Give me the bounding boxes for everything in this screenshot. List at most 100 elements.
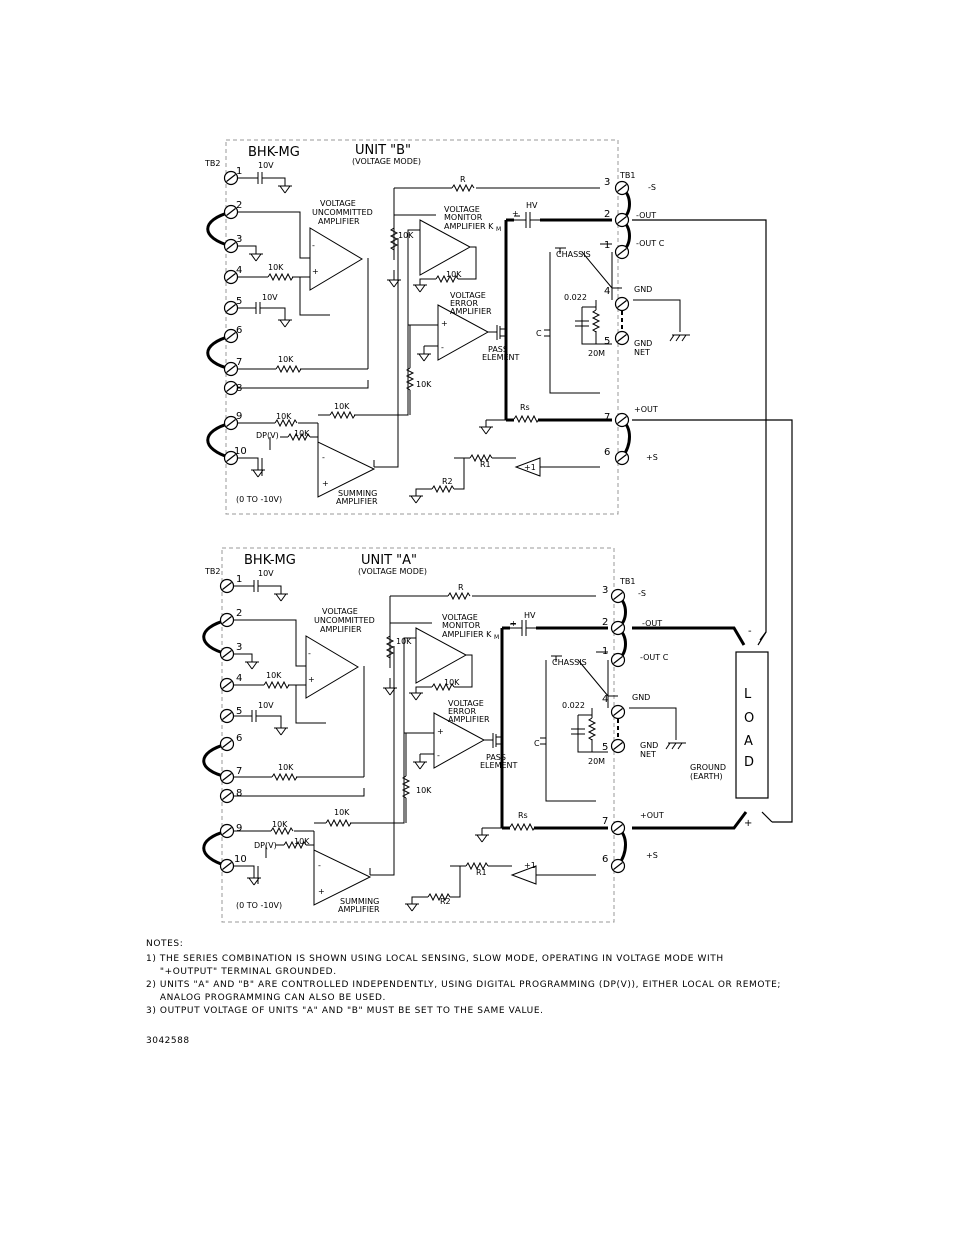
unit-a-tb1-7: 7: [602, 816, 608, 827]
unit-b-uncommitted-label-2: UNCOMMITTED: [312, 208, 373, 217]
unit-a-ground-earth-1: GROUND: [690, 763, 726, 772]
unit-b-10k-4: 10K: [294, 429, 310, 438]
unit-b-model: BHK-MG: [248, 145, 300, 160]
unit-a-uncommitted-label-3: AMPLIFIER: [320, 625, 362, 634]
unit-b-10k-3: 10K: [276, 412, 292, 421]
unit-a-minus-out-c: -OUT C: [640, 653, 669, 662]
unit-b-cap-label: 0.022: [564, 293, 587, 302]
unit-b-rs-label: Rs: [520, 403, 530, 412]
notes-block: NOTES: 1) THE SERIES COMBINATION IS SHOW…: [146, 938, 826, 1018]
unit-a-10k-2: 10K: [266, 671, 282, 680]
unit-a-tb1-3: 3: [602, 585, 608, 596]
unit-b-10k-7: 10K: [446, 270, 462, 279]
load: L O A D - +: [735, 626, 769, 829]
unit-a-cap-label: 0.022: [562, 701, 585, 710]
load-letter-o: O: [744, 711, 755, 726]
unit-b-range-label: (0 TO -10V): [236, 495, 282, 504]
unit-b-error-label-3: AMPLIFIER: [450, 307, 492, 316]
unit-b-gnd-net-1: GND: [634, 339, 652, 348]
unit-b-pass-label-2: ELEMENT: [482, 353, 520, 362]
unit-b-monitor-label-3: AMPLIFIER K: [444, 222, 494, 231]
unit-b-tb2-8: 8: [236, 383, 242, 394]
unit-a-10v-label-2: 10V: [258, 701, 274, 710]
note-line-3: 2) UNITS "A" AND "B" ARE CONTROLLED INDE…: [146, 980, 782, 990]
unit-a-rs-label: Rs: [518, 811, 528, 820]
unit-b-tb2-7: 7: [236, 357, 242, 368]
unit-b-tb1-5: 5: [604, 336, 610, 347]
unit-a-r1-label: R1: [476, 868, 487, 877]
unit-a-pass-label-2: ELEMENT: [480, 761, 518, 770]
note-line-1: 1) THE SERIES COMBINATION IS SHOWN USING…: [146, 954, 724, 964]
unit-b-summing-label-2: AMPLIFIER: [336, 497, 378, 506]
unit-a-tb2-2: 2: [236, 608, 242, 619]
unit-b-tb2-1: 1: [236, 166, 242, 177]
unit-a-r-label: R: [458, 583, 464, 592]
unit-a-tb2-9: 9: [236, 823, 242, 834]
unit-b-10k-1: 10K: [278, 355, 294, 364]
unit-a-10k-1: 10K: [278, 763, 294, 772]
unit-a-title: UNIT "A": [361, 553, 417, 568]
unit-a-gnd: GND: [632, 693, 650, 702]
notes-heading: NOTES:: [146, 939, 184, 949]
unit-a-gnd-net-2: NET: [640, 750, 656, 759]
unit-a-r2-label: R2: [440, 897, 451, 906]
load-minus-sign: -: [748, 626, 752, 637]
unit-b-10k-6: 10K: [398, 231, 414, 240]
unit-b-minus-out: -OUT: [636, 211, 656, 220]
unit-b-tb2-3: 3: [236, 234, 242, 245]
unit-a-hv-label: HV: [524, 611, 536, 620]
unit-a-error-label-3: AMPLIFIER: [448, 715, 490, 724]
unit-b-tb1-3: 3: [604, 177, 610, 188]
unit-a-tb2-5: 5: [236, 706, 242, 717]
unit-b-tb1-7: 7: [604, 412, 610, 423]
unit-b-tb2-6: 6: [236, 325, 242, 336]
unit-a-plus-s: +S: [646, 851, 658, 860]
unit-a-plus-out: +OUT: [640, 811, 664, 820]
unit-a-tb2-label: TB2: [204, 567, 220, 576]
unit-b-tb2-2: 2: [236, 200, 242, 211]
unit-a-km-sub: M: [494, 634, 499, 641]
load-letter-l: L: [744, 687, 752, 702]
unit-b-10v-label-2: 10V: [262, 293, 278, 302]
unit-b-minus-s: -S: [648, 183, 656, 192]
unit-b-error-label-2: ERROR: [450, 299, 478, 308]
unit-a-pass-label-1: PASS: [486, 753, 506, 762]
unit-a-error-label-1: VOLTAGE: [448, 699, 484, 708]
note-line-4: ANALOG PROGRAMMING CAN ALSO BE USED.: [146, 993, 386, 1003]
unit-b-dpv-label: DP(V): [256, 431, 279, 440]
unit-a-10k-5: 10K: [334, 808, 350, 817]
unit-b-tb2-5: 5: [236, 296, 242, 307]
unit-b-10k-8: 10K: [416, 380, 432, 389]
unit-b-tb1-2: 2: [604, 209, 610, 220]
unit-a-summing-label-1: SUMMING: [340, 897, 379, 906]
unit-a-error-label-2: ERROR: [448, 707, 476, 716]
unit-a-gnd-net-1: GND: [640, 741, 658, 750]
unit-b-uncommitted-label-1: VOLTAGE: [320, 199, 356, 208]
unit-b-r-label: R: [460, 175, 466, 184]
unit-a-ground-earth-2: (EARTH): [690, 772, 723, 781]
unit-a-tb1-1: 1: [602, 646, 608, 657]
unit-b-tb1-1: 1: [604, 240, 610, 251]
unit-b-error-label-1: VOLTAGE: [450, 291, 486, 300]
unit-a-tb2-8: 8: [236, 788, 242, 799]
unit-a-mode: (VOLTAGE MODE): [358, 567, 427, 576]
unit-b-tb2-label: TB2: [204, 159, 220, 168]
unit-b-title: UNIT "B": [355, 143, 411, 158]
unit-a-model: BHK-MG: [244, 553, 296, 568]
unit-b-20m-label: 20M: [588, 349, 605, 358]
unit-b-monitor-label-2: MONITOR: [444, 213, 483, 222]
unit-a-hv-plus: +: [510, 619, 517, 628]
unit-a-tb1-5: 5: [602, 742, 608, 753]
unit-b-c-label: C: [536, 329, 542, 338]
series-interconnect: [632, 219, 793, 830]
note-line-5: 3) OUTPUT VOLTAGE OF UNITS "A" AND "B" M…: [146, 1006, 544, 1016]
unit-a-tb1-6: 6: [602, 854, 608, 865]
unit-b-r2-label: R2: [442, 477, 453, 486]
unit-a-tb2-6: 6: [236, 733, 242, 744]
unit-a-range-label: (0 TO -10V): [236, 901, 282, 910]
unit-b-tb1-label: TB1: [619, 171, 635, 180]
unit-b-minus-out-c: -OUT C: [636, 239, 665, 248]
unit-a-10k-8: 10K: [416, 786, 432, 795]
unit-b-10v-label-1: 10V: [258, 161, 274, 170]
